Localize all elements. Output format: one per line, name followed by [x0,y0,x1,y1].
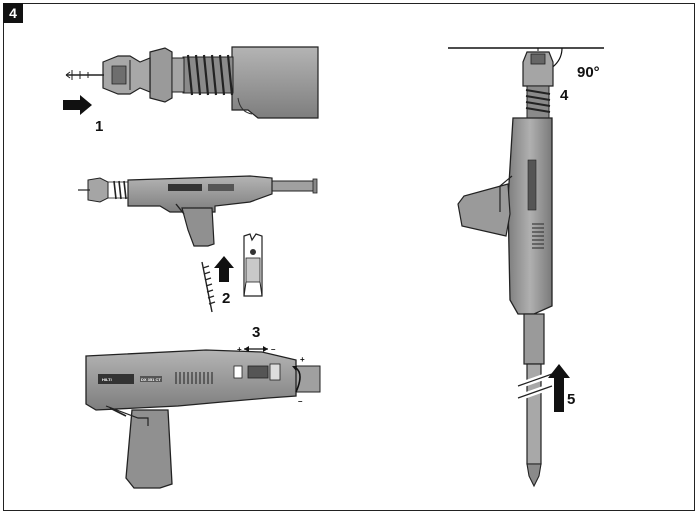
arrow-direction-2 [214,256,234,282]
figure-frame [3,3,695,511]
arrow-direction-5 [548,364,570,412]
tool-side-view [127,175,273,213]
callout-1: 1 [95,118,103,135]
angle-label: 90° [577,64,600,81]
model-text: DX 351 CT [141,377,161,382]
callout-4: 4 [560,87,569,104]
setting-slider [247,365,269,379]
front-guide [102,55,151,95]
tool-body-section [231,46,319,119]
arrow-direction-1 [63,95,92,115]
plus-sign-left: + [237,345,242,354]
panel-2-insert-strip: 2 [78,175,318,313]
hilti-logo-closeup [98,374,134,384]
callout-5: 5 [567,391,575,408]
panel-4-vertical-use: 90° 4 [448,47,604,488]
step-number-badge: 4 [3,3,23,23]
minus-sign-right: – [298,397,303,406]
tool-vertical [507,117,553,315]
minus-sign-left: – [271,345,276,354]
hilti-logo-plate [168,184,202,191]
callout-3: 3 [252,324,260,341]
tool-closeup [85,349,297,411]
panel-1-attach-adapter: 1 [63,46,319,135]
logo-text: HILTI [102,377,112,382]
plus-sign-right: + [300,355,305,364]
callout-2: 2 [222,290,230,307]
panel-3-adjust-setting: HILTI DX 351 CT 3 + – [85,324,321,489]
